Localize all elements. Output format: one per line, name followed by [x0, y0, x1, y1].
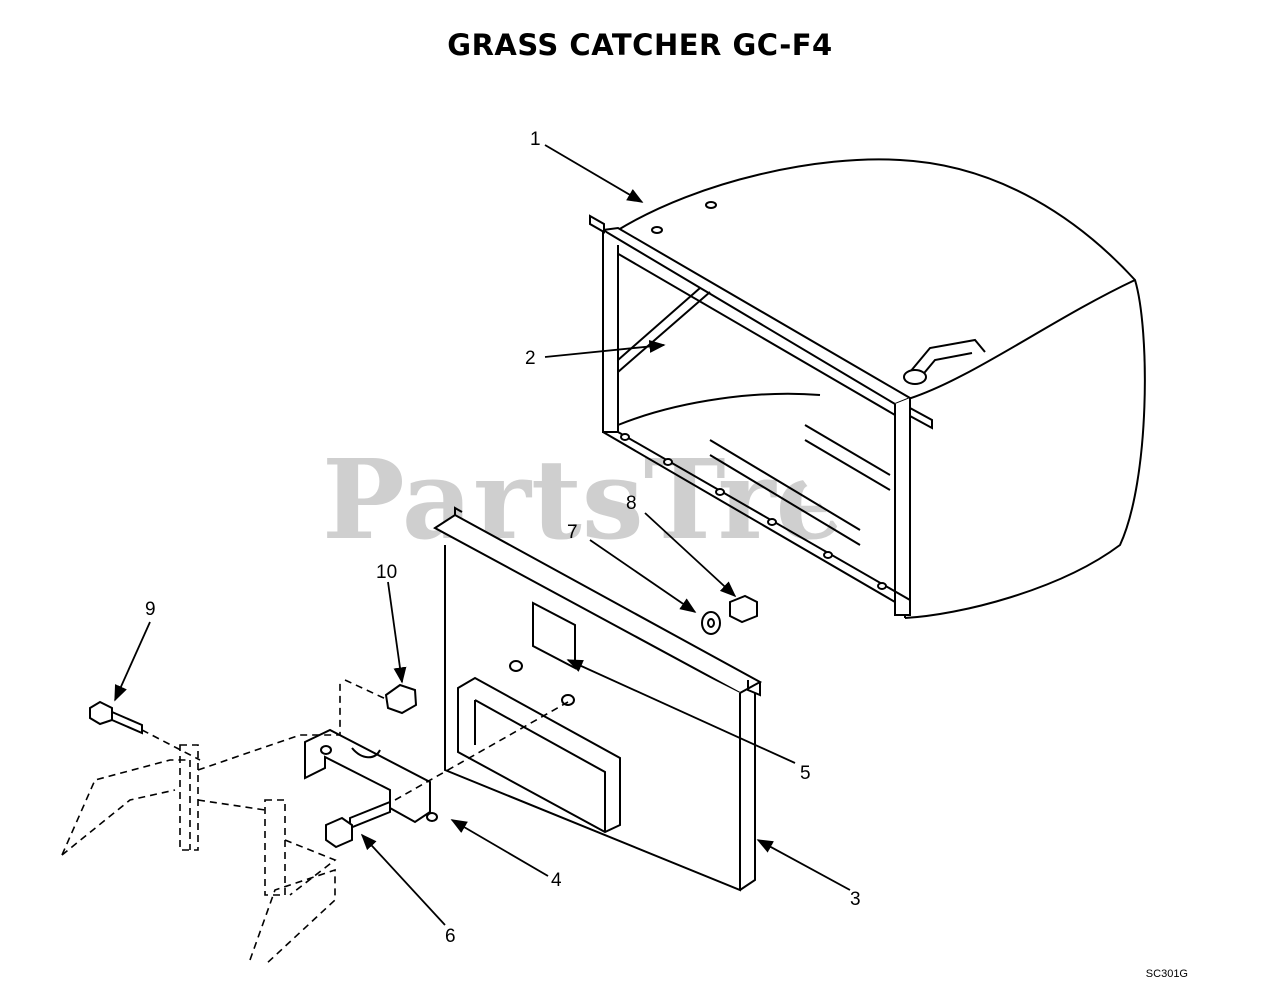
callout-6: 6 [445, 926, 456, 947]
callout-9: 9 [145, 599, 156, 620]
hitch-reference-outline [61, 679, 569, 966]
bolt [325, 800, 391, 849]
lock-nut [384, 683, 418, 715]
callout-7: 7 [567, 522, 578, 543]
carriage-bolt [89, 700, 143, 735]
drawing-code: SC301G [1145, 968, 1188, 980]
catcher-frame [589, 214, 933, 616]
hex-nut [729, 594, 758, 624]
callout-4: 4 [551, 870, 562, 891]
callout-10: 10 [376, 562, 397, 583]
mounting-plate [433, 506, 763, 892]
callout-3: 3 [850, 889, 861, 910]
callout-leaders [114, 144, 851, 926]
mounting-bracket [304, 728, 438, 824]
callout-2: 2 [525, 348, 536, 369]
callout-8: 8 [626, 493, 637, 514]
page-title: GRASS CATCHER GC-F4 [447, 28, 833, 62]
callout-1: 1 [530, 129, 541, 150]
callout-5: 5 [800, 763, 811, 784]
washer [701, 611, 721, 635]
